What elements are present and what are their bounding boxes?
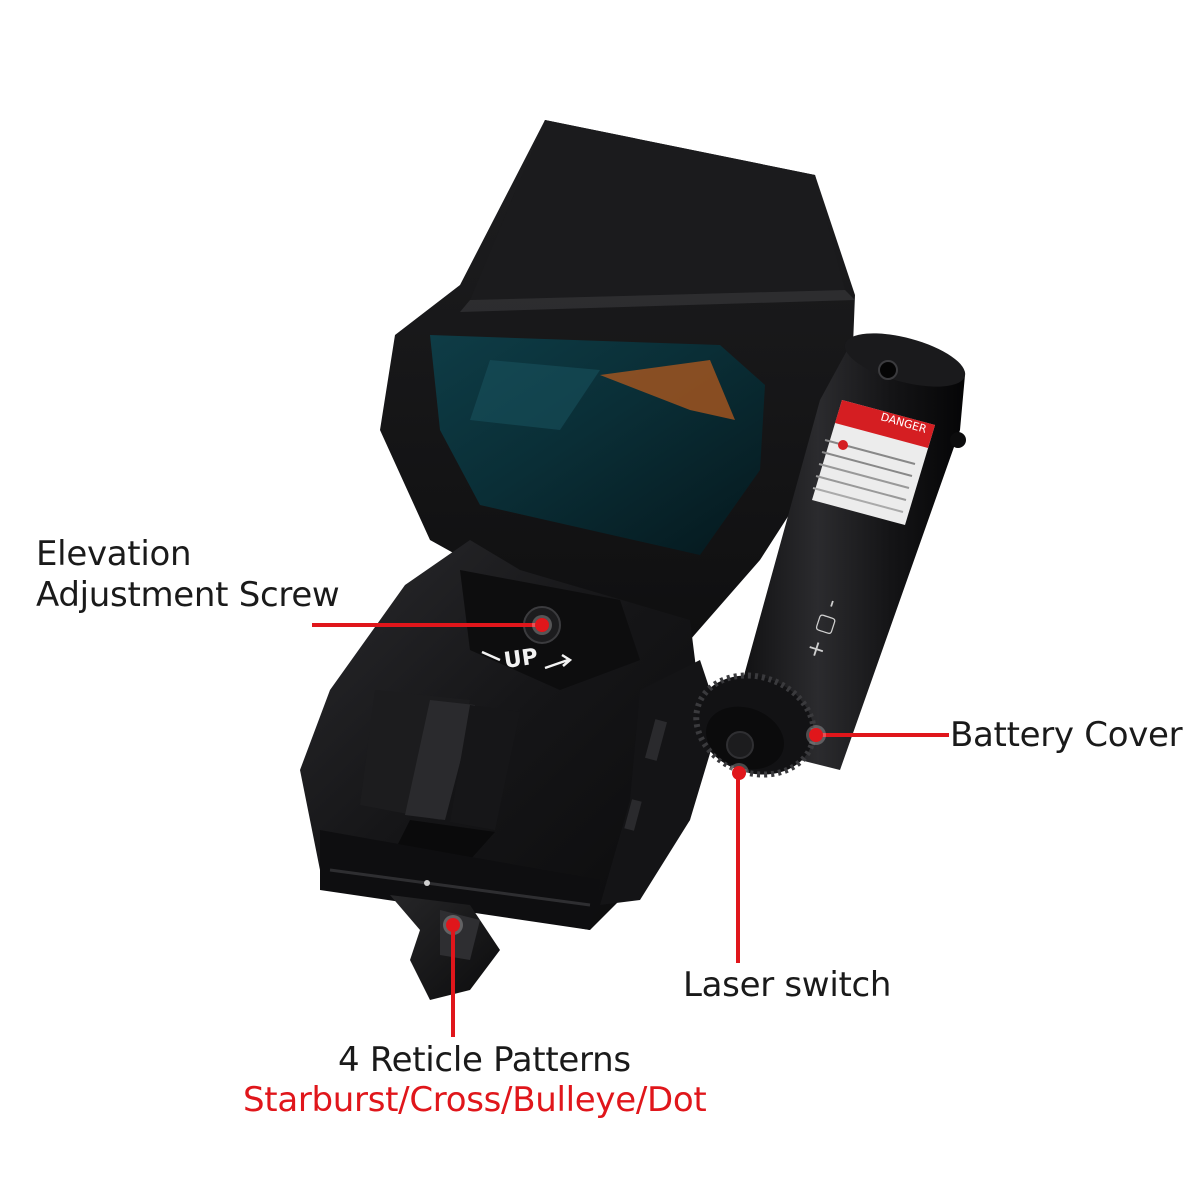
up-mark: UP — [502, 644, 539, 673]
mount-clamp — [390, 880, 500, 1000]
elevation-label-line1: Elevation — [36, 534, 192, 574]
sight-hood — [380, 120, 855, 640]
laser-warning-label: DANGER — [812, 400, 935, 525]
elevation-label-line2: Adjustment Screw — [36, 574, 340, 615]
battery-cover-marker-dot — [809, 728, 823, 742]
side-mount — [600, 660, 720, 905]
laser-module: DANGER + ▢ - — [693, 333, 966, 778]
laser-switch-label: Laser switch — [683, 965, 892, 1005]
reticle-leader-line — [451, 925, 455, 1037]
elevation-leader-line — [312, 623, 542, 627]
elevation-label: Elevation Adjustment Screw — [36, 534, 340, 616]
laser-switch-leader-line — [736, 773, 740, 963]
reticle-title-label: 4 Reticle Patterns — [338, 1040, 631, 1080]
reticle-patterns-label: Starburst/Cross/Bulleye/Dot — [243, 1080, 707, 1120]
battery-cover-leader-line — [815, 733, 949, 737]
battery-cover-label: Battery Cover — [950, 715, 1183, 755]
elevation-marker-dot — [535, 618, 549, 632]
